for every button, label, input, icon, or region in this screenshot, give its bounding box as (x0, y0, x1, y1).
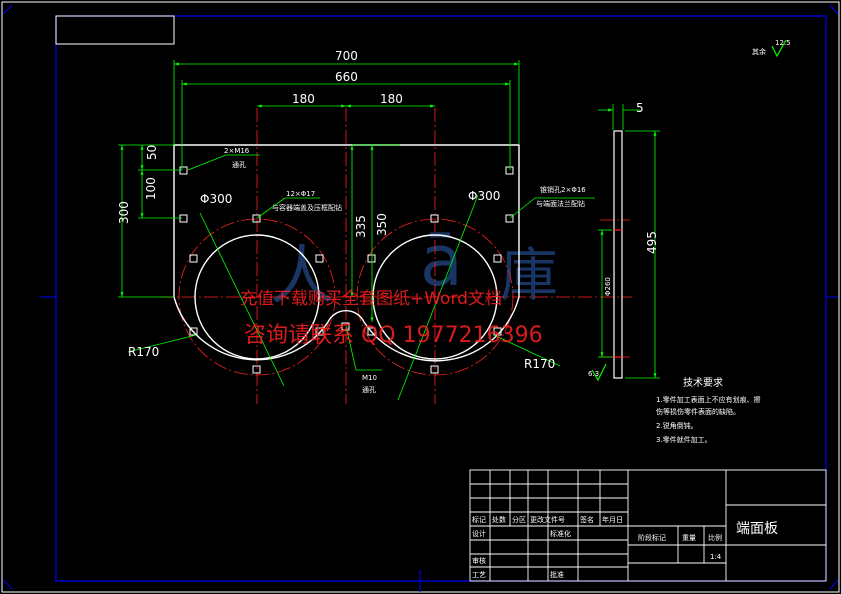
note-thread-top-2: 通孔 (232, 160, 246, 169)
watermark-text: 充值下载购买全套图纸+Word文档 咨询请联系 QQ 1977216396 (240, 289, 543, 348)
part-name: 端面板 (736, 521, 778, 537)
side-view (591, 39, 787, 382)
tb-header-zone: 分区 (512, 515, 526, 524)
tb-header-sign: 签名 (580, 515, 594, 524)
svg-text:庫: 庫 (500, 241, 558, 309)
dim-side-height: 495 (645, 231, 659, 254)
tb-header-date: 年月日 (602, 515, 623, 524)
dim-side-hole: Φ260 (604, 277, 612, 296)
dim-right-offset: 180 (380, 92, 403, 106)
dim-hole-dia-left: Φ300 (200, 192, 232, 206)
tech-item-4: 3.零件就件加工。 (656, 435, 712, 444)
dim-left-mid-step: 100 (144, 177, 158, 200)
dim-height-335: 335 (354, 215, 368, 238)
tb-header-doc: 更改文件号 (530, 515, 565, 524)
tb-scale: 1:4 (710, 553, 722, 561)
dim-radius-left: R170 (128, 345, 159, 359)
tech-item-1: 1.零件加工表面上不应有划痕、擦 (656, 395, 761, 404)
tech-requirements: 技术要求 1.零件加工表面上不应有划痕、擦 伤等损伤零件表面的缺陷。 2.锐角倒… (656, 376, 761, 444)
note-thread-top-1: 2×M16 (224, 147, 250, 155)
watermark-line-2: 咨询请联系 QQ 1977216396 (244, 323, 543, 348)
dimension-lines (118, 60, 660, 401)
title-block-texts: 端面板 标记 处数 分区 更改文件号 签名 年月日 设计 标准化 审核 工艺 批… (472, 515, 778, 579)
tb-design: 设计 (472, 529, 486, 538)
center-lines (160, 108, 632, 404)
dim-side-thickness: 5 (636, 101, 644, 115)
tb-standardize: 标准化 (550, 529, 571, 538)
tb-scale-label: 比例 (708, 533, 722, 542)
tb-header-mark: 标记 (472, 515, 486, 524)
roughness-corner: 12.5 (775, 39, 791, 47)
roughness-side: 6.3 (588, 370, 599, 378)
dim-overall-width: 700 (335, 49, 358, 63)
note-bolt-holes-2: 与容器端盖及压框配钻 (272, 203, 342, 212)
annotation-notes: 2×M16 通孔 12×Φ17 与容器端盖及压框配钻 锥销孔2×Φ16 与端面法… (224, 147, 586, 394)
tb-approve: 批准 (550, 570, 564, 579)
note-locating-2: 与端面法兰配钻 (536, 199, 585, 208)
tb-stage-mark: 阶段标记 (638, 533, 666, 542)
note-locating-1: 锥销孔2×Φ16 (540, 185, 586, 194)
dimension-texts: 700 660 180 180 50 100 300 335 350 Φ300 … (117, 39, 791, 378)
dim-left-offset: 180 (292, 92, 315, 106)
tech-item-3: 2.锐角倒钝。 (656, 421, 698, 430)
roughness-prefix: 其余 (752, 47, 766, 56)
dim-left-top-step: 50 (145, 145, 159, 160)
tb-weight: 重量 (682, 534, 696, 542)
note-thread-bottom-2: 通孔 (362, 385, 376, 394)
dim-hole-dia-right: Φ300 (468, 189, 500, 203)
note-bolt-holes-1: 12×Φ17 (286, 190, 315, 198)
watermark-line-1: 充值下载购买全套图纸+Word文档 (240, 289, 502, 309)
dim-height-350: 350 (375, 213, 389, 236)
tech-title: 技术要求 (683, 376, 723, 389)
tech-item-2: 伤等损伤零件表面的缺陷。 (656, 407, 740, 416)
tb-review: 审核 (472, 556, 486, 565)
tb-process: 工艺 (472, 571, 486, 579)
title-block (469, 469, 827, 582)
dim-inner-width: 660 (335, 70, 358, 84)
note-thread-bottom-1: M10 (362, 374, 377, 382)
svg-text:人: 人 (270, 240, 334, 314)
dim-left-total: 300 (117, 201, 131, 224)
dim-radius-right: R170 (524, 357, 555, 371)
tb-header-count: 处数 (492, 515, 506, 524)
